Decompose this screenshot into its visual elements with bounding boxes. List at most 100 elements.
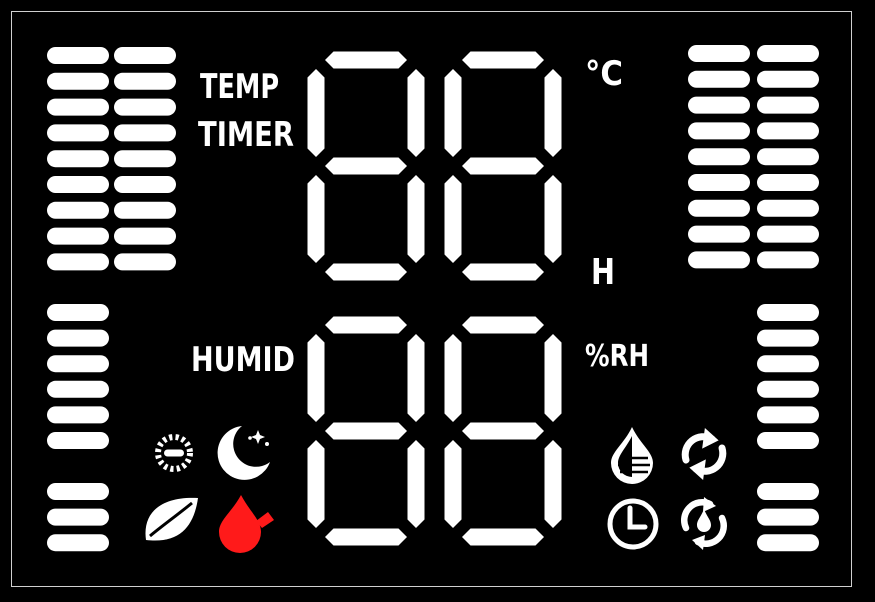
left-mid-bar (47, 406, 109, 424)
right-mid-bar (757, 406, 819, 424)
upper-left-segment (444, 69, 462, 157)
left-mid-bar (47, 355, 109, 373)
lower-left-segment (307, 440, 325, 528)
bottom-segment (325, 263, 407, 281)
clock-icon (607, 498, 659, 550)
humidity-drop-icon (611, 427, 653, 484)
top-segment (462, 51, 544, 69)
right-top-bar (688, 122, 750, 140)
right-top-bar (688, 225, 750, 243)
right-mid-bar (757, 304, 819, 321)
right-mid-bar (757, 329, 819, 347)
lower-left-segment (307, 175, 325, 263)
lower-right-segment (544, 175, 562, 263)
left-top-bar (47, 176, 109, 193)
bottom-segment (462, 528, 544, 546)
left-top-bar (47, 124, 109, 142)
right-top-bar (757, 45, 819, 62)
left-top-bar (114, 227, 176, 245)
right-top-bar (688, 45, 750, 62)
bottom-segment (325, 528, 407, 546)
upper-right-segment (544, 334, 562, 422)
left-mid-bar (47, 432, 109, 449)
drop-cycle-icon (681, 497, 727, 550)
timer-label: TIMER (198, 115, 294, 155)
right-top-bar (688, 251, 750, 269)
middle-segment (325, 157, 407, 175)
left-top-bar (114, 47, 176, 64)
left-top-bar (114, 201, 176, 219)
left-top-bar (114, 253, 176, 271)
left-bottom-bar (47, 534, 109, 552)
eco-leaf-icon (145, 497, 198, 541)
seven-segment-digits (307, 51, 562, 546)
lcd-frame (11, 11, 852, 587)
middle-segment (325, 422, 407, 440)
right-top-bar (688, 199, 750, 217)
right-top-bar (757, 70, 819, 88)
top-segment (325, 51, 407, 69)
right-top-bar (688, 174, 750, 191)
left-top-bar (47, 253, 109, 271)
temp-label: TEMP (200, 67, 279, 107)
left-top-bar (114, 98, 176, 116)
celsius-unit: °C (585, 54, 623, 94)
bottom-segment (462, 263, 544, 281)
hours-unit: H (591, 252, 615, 293)
left-mid-bar (47, 329, 109, 347)
right-bottom-bar (757, 534, 819, 552)
lower-left-segment (444, 175, 462, 263)
left-top-bar (47, 98, 109, 116)
upper-right-segment (407, 334, 425, 422)
upper-left-segment (307, 334, 325, 422)
right-top-bar (757, 225, 819, 243)
left-bottom-bar (47, 508, 109, 526)
lower-right-segment (544, 440, 562, 528)
right-top-bar (757, 122, 819, 140)
right-mid-bar (757, 380, 819, 398)
right-top-bar (688, 70, 750, 88)
right-top-bar (757, 174, 819, 191)
left-top-bar (114, 124, 176, 142)
left-top-bar (47, 150, 109, 168)
lower-right-segment (407, 440, 425, 528)
left-top-bar (47, 72, 109, 90)
upper-left-segment (444, 334, 462, 422)
left-top-bar (47, 227, 109, 245)
right-mid-bar (757, 355, 819, 373)
left-top-bar (114, 150, 176, 168)
right-top-bar (757, 199, 819, 217)
upper-digit-tens (307, 51, 425, 281)
level-bars (47, 45, 819, 552)
left-top-bar (114, 72, 176, 90)
right-mid-bar (757, 432, 819, 449)
middle-segment (462, 422, 544, 440)
middle-segment (462, 157, 544, 175)
left-top-bar (47, 201, 109, 219)
sleep-moon-icon (217, 426, 270, 480)
right-top-bar (757, 148, 819, 166)
water-drop-icon (219, 495, 274, 553)
refresh-cycle-icon (681, 427, 727, 481)
left-mid-bar (47, 304, 109, 321)
humid-label: HUMID (191, 340, 295, 380)
upper-left-segment (307, 69, 325, 157)
right-top-bar (757, 96, 819, 114)
upper-right-segment (407, 69, 425, 157)
lower-right-segment (407, 175, 425, 263)
right-bottom-bar (757, 508, 819, 526)
right-top-bar (688, 148, 750, 166)
lower-digit-ones (444, 316, 562, 546)
left-top-bar (47, 47, 109, 64)
right-top-bar (757, 251, 819, 269)
rh-unit: %RH (585, 339, 649, 374)
top-segment (325, 316, 407, 334)
lower-digit-tens (307, 316, 425, 546)
right-bottom-bar (757, 483, 819, 500)
lower-left-segment (444, 440, 462, 528)
left-top-bar (114, 176, 176, 193)
right-top-bar (688, 96, 750, 114)
left-mid-bar (47, 380, 109, 398)
fan-speed-icon (155, 434, 193, 472)
